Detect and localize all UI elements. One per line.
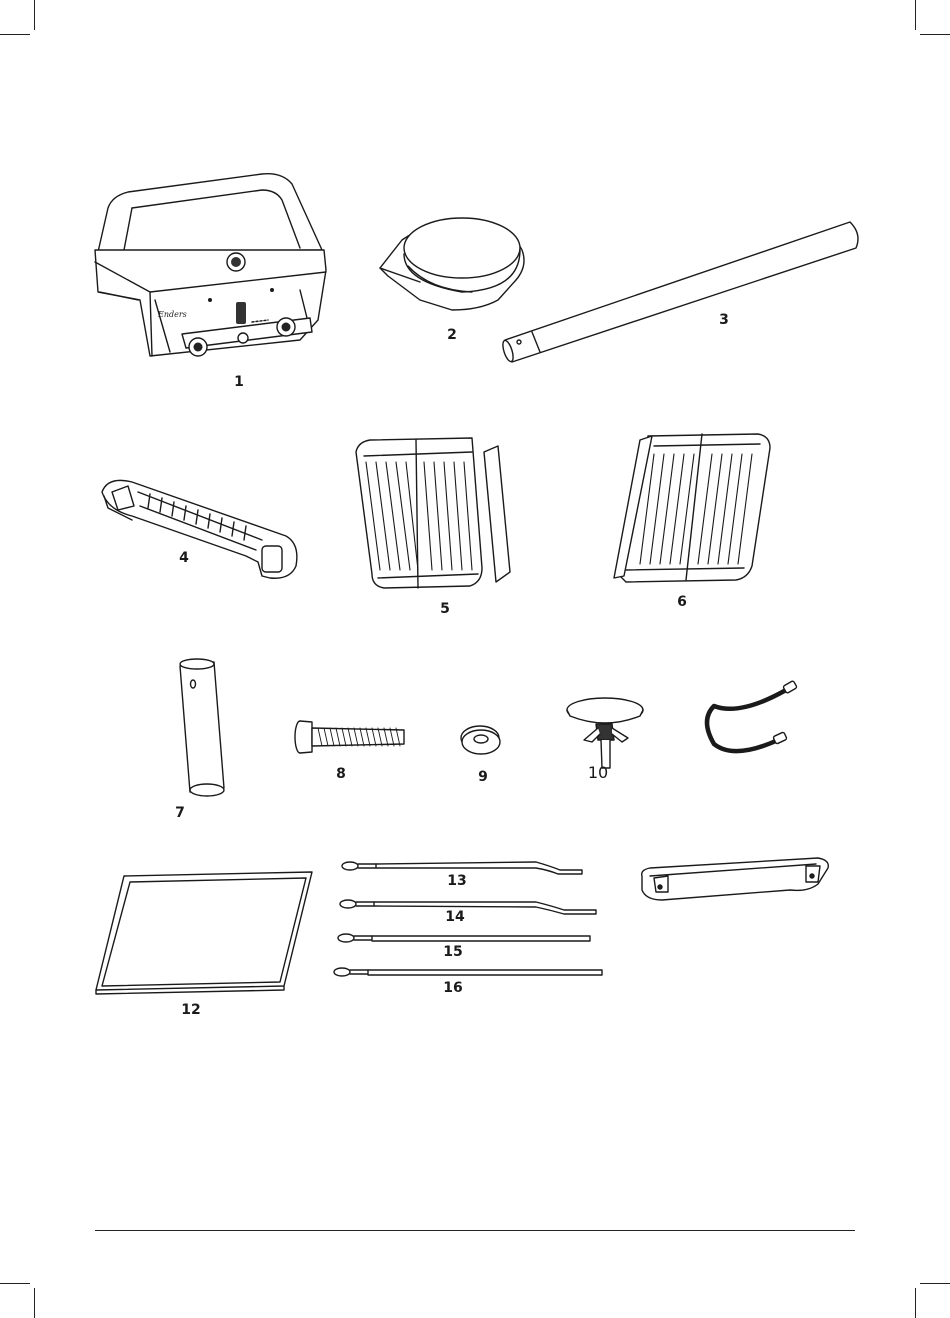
part-label-3: 3 — [719, 313, 729, 327]
part-label-4: 4 — [179, 551, 189, 565]
part-label-10: 10 — [588, 765, 608, 781]
part-label-15: 15 — [443, 945, 462, 959]
part-label-13: 13 — [447, 874, 466, 888]
bolt-illustration — [295, 721, 404, 753]
part-label-7: 7 — [175, 806, 185, 820]
cooking-grate-left-illustration — [356, 438, 510, 588]
part-label-5: 5 — [440, 602, 450, 616]
part-label-14: 14 — [445, 910, 464, 924]
part-label-12: 12 — [181, 1003, 200, 1017]
leg-tube-illustration — [501, 222, 858, 363]
cylinder-pin-illustration — [180, 659, 224, 796]
cooking-grate-right-illustration — [614, 434, 770, 582]
drip-plate-illustration — [96, 872, 312, 994]
rod-14-illustration — [340, 900, 596, 914]
part-label-8: 8 — [336, 767, 346, 781]
side-handle-illustration — [642, 858, 829, 900]
part-label-9: 9 — [478, 770, 488, 784]
grill-body-illustration: Enders — [95, 174, 326, 356]
gas-hose-illustration — [707, 681, 797, 752]
rod-16-illustration — [334, 968, 602, 976]
footer-rule — [95, 1230, 855, 1231]
washer-illustration — [461, 726, 500, 754]
part-label-6: 6 — [677, 595, 687, 609]
part-label-2: 2 — [447, 328, 457, 342]
rod-15-illustration — [338, 934, 590, 942]
burner-cover-illustration — [380, 218, 524, 310]
handle-illustration — [102, 480, 297, 578]
adjustable-foot-illustration — [567, 698, 643, 768]
part-label-16: 16 — [443, 981, 462, 995]
grill-brand-text: Enders — [157, 310, 187, 319]
part-label-1: 1 — [234, 375, 244, 389]
